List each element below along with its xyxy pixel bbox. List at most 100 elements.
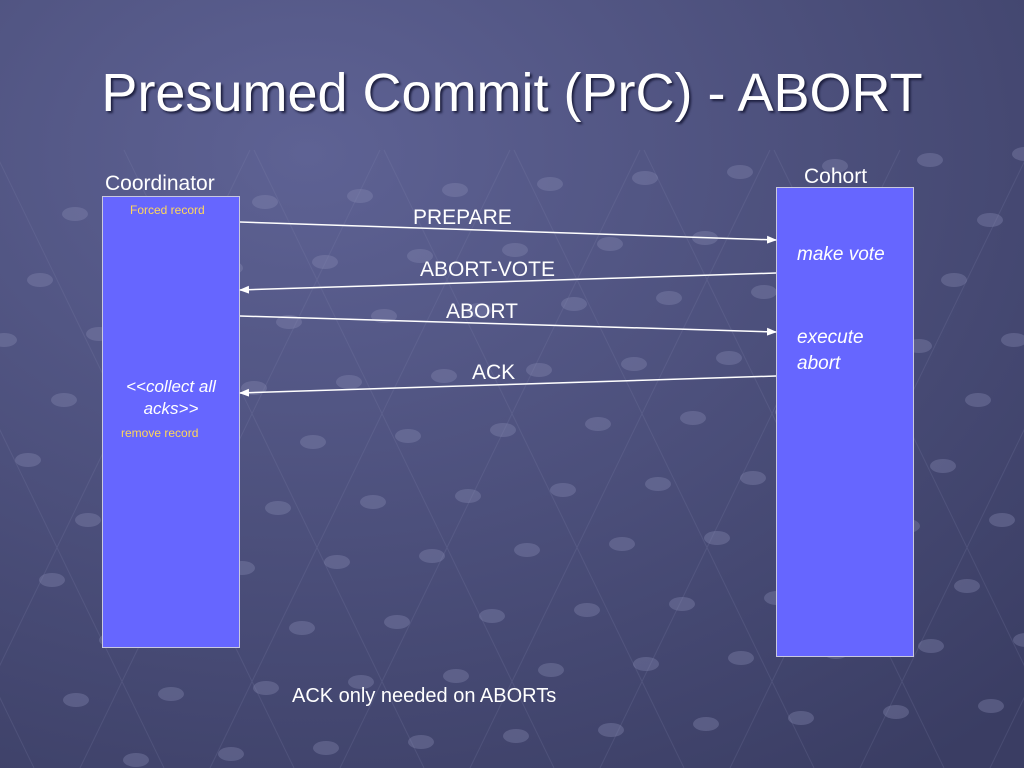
- cohort-lifeline: [776, 187, 914, 657]
- background-dot: [218, 747, 244, 761]
- background-dot: [680, 411, 706, 425]
- slide-title: Presumed Commit (PrC) - ABORT: [101, 63, 923, 123]
- background-dot: [408, 735, 434, 749]
- background-dot: [1013, 633, 1024, 647]
- background-line: [339, 149, 641, 768]
- background-dot: [918, 639, 944, 653]
- background-dot: [788, 711, 814, 725]
- background-dot: [645, 477, 671, 491]
- background-dot: [455, 489, 481, 503]
- background-line: [253, 149, 555, 768]
- background-dot: [954, 579, 980, 593]
- background-dot: [574, 603, 600, 617]
- background-dot: [443, 669, 469, 683]
- background-line: [469, 149, 771, 768]
- background-dot: [51, 393, 77, 407]
- background-line: [209, 149, 511, 768]
- background-dot: [503, 729, 529, 743]
- footer-note: ACK only needed on ABORTs: [292, 685, 557, 707]
- background-dot: [1001, 333, 1024, 347]
- background-dot: [348, 675, 374, 689]
- background-dot: [384, 615, 410, 629]
- background-dot: [0, 333, 17, 347]
- background-dot: [300, 435, 326, 449]
- background-line: [383, 149, 685, 768]
- background-dot: [633, 657, 659, 671]
- background-dot: [632, 171, 658, 185]
- background-dot: [502, 243, 528, 257]
- background-dot: [289, 621, 315, 635]
- background-dot: [883, 705, 909, 719]
- background-dot: [395, 429, 421, 443]
- coordinator-label: Coordinator: [105, 172, 215, 195]
- background-dot: [407, 249, 433, 263]
- coordinator-lifeline: [102, 196, 240, 648]
- background-dot: [347, 189, 373, 203]
- background-dot: [598, 723, 624, 737]
- background-dot: [930, 459, 956, 473]
- background-dot: [336, 375, 362, 389]
- background-dot: [917, 153, 943, 167]
- background-dot: [442, 183, 468, 197]
- background-dot: [479, 609, 505, 623]
- background-dot: [276, 315, 302, 329]
- remove-record-note: remove record: [121, 426, 199, 440]
- background-dot: [716, 351, 742, 365]
- background-dot: [550, 483, 576, 497]
- background-dot: [537, 177, 563, 191]
- background-dot: [371, 309, 397, 323]
- collect-acks-line2: acks>>: [143, 399, 199, 418]
- execute-abort-note: execute abort: [797, 325, 864, 377]
- background-dot: [597, 237, 623, 251]
- background-dot: [693, 717, 719, 731]
- background-dot: [252, 195, 278, 209]
- background-dot: [27, 273, 53, 287]
- background-dot: [977, 213, 1003, 227]
- background-dot: [656, 291, 682, 305]
- background-dot: [324, 555, 350, 569]
- collect-acks-line1: <<collect all: [126, 377, 216, 396]
- background-dot: [941, 273, 967, 287]
- background-dot: [704, 531, 730, 545]
- background-dot: [526, 363, 552, 377]
- collect-acks-note: <<collect all acks>>: [102, 376, 240, 420]
- background-dot: [312, 255, 338, 269]
- background-dot: [123, 753, 149, 767]
- background-dot: [989, 513, 1015, 527]
- background-dot: [466, 303, 492, 317]
- background-dot: [621, 357, 647, 371]
- background-dot: [431, 369, 457, 383]
- background-dot: [561, 297, 587, 311]
- background-dot: [822, 159, 848, 173]
- background-dot: [751, 285, 777, 299]
- background-dot: [609, 537, 635, 551]
- background-dot: [490, 423, 516, 437]
- background-dot: [965, 393, 991, 407]
- background-line: [513, 149, 815, 768]
- background-dot: [39, 573, 65, 587]
- background-dot: [538, 663, 564, 677]
- background-line: [0, 429, 165, 768]
- background-dot: [1012, 147, 1024, 161]
- execute-abort-line1: execute: [797, 327, 864, 348]
- background-dot: [15, 453, 41, 467]
- background-dot: [669, 597, 695, 611]
- background-dot: [728, 651, 754, 665]
- background-dot: [727, 165, 753, 179]
- background-dot: [313, 741, 339, 755]
- background-dot: [978, 699, 1004, 713]
- cohort-label: Cohort: [804, 165, 868, 188]
- background-dot: [253, 681, 279, 695]
- background-dot: [63, 693, 89, 707]
- background-dot: [514, 543, 540, 557]
- background-dot: [265, 501, 291, 515]
- message-label-abort-vote: ABORT-VOTE: [420, 258, 555, 281]
- background-dot: [740, 471, 766, 485]
- background-dot: [419, 549, 445, 563]
- background-dot: [62, 207, 88, 221]
- background-dot: [241, 381, 267, 395]
- make-vote-note: make vote: [797, 244, 885, 265]
- message-label-prepare: PREPARE: [413, 206, 512, 229]
- background-dot: [158, 687, 184, 701]
- background-dot: [692, 231, 718, 245]
